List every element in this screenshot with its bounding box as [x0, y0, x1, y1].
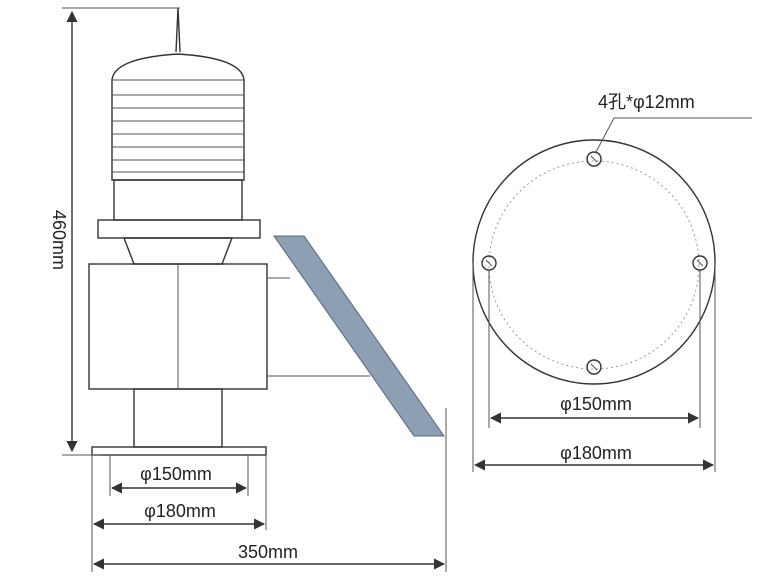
lens-ridges [112, 79, 244, 173]
base-plate [91, 446, 267, 456]
base-inner-label: φ150mm [140, 464, 212, 484]
hole-top [586, 151, 602, 167]
lower-stem [133, 388, 223, 448]
plate-outer-circle [472, 139, 716, 385]
side-dimensions: 460mm φ150mm φ180mm 350mm [49, 7, 447, 572]
bolt-circle [488, 160, 700, 370]
solar-panel [273, 235, 445, 437]
neck [122, 237, 234, 265]
lens-skirt [113, 179, 243, 221]
top-dimensions: φ150mm φ180mm [472, 262, 716, 472]
antenna [175, 7, 181, 53]
base-outer-label: φ180mm [144, 501, 216, 521]
top-view: 4孔*φ12mm [472, 92, 752, 385]
height-label: 460mm [49, 210, 69, 270]
side-view [88, 7, 445, 456]
plate-inner-label: φ150mm [560, 394, 632, 414]
flange-plate [97, 219, 261, 239]
holes-label: 4孔*φ12mm [598, 92, 695, 112]
hole-bottom [586, 359, 602, 375]
total-width-label: 350mm [238, 542, 298, 562]
plate-outer-label: φ180mm [560, 443, 632, 463]
lamp-dome [111, 53, 245, 181]
